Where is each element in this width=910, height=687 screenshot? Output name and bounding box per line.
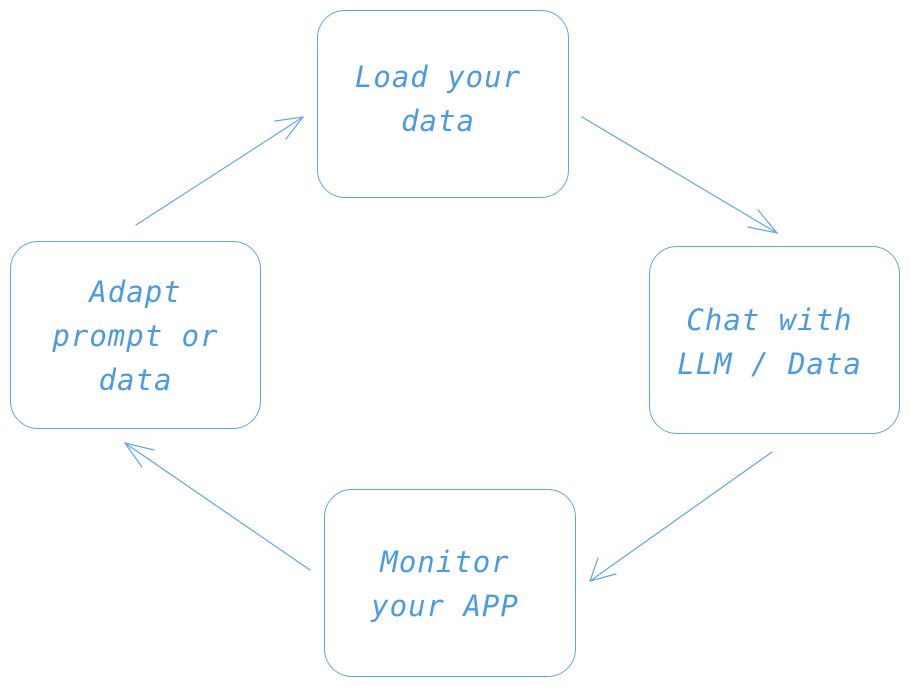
node-monitor-your-app: Monitor your APP bbox=[324, 489, 576, 677]
arrow-monitor-to-adapt bbox=[123, 442, 311, 571]
node-label: Adapt prompt or data bbox=[52, 275, 219, 397]
node-label: Chat with LLM / Data bbox=[677, 303, 862, 381]
node-load-your-data: Load your data bbox=[317, 10, 569, 198]
node-adapt-prompt-or-data: Adapt prompt or data bbox=[10, 241, 261, 429]
node-chat-with-llm-data: Chat with LLM / Data bbox=[649, 246, 900, 434]
arrow-adapt-to-load bbox=[135, 116, 305, 226]
arrow-load-to-chat bbox=[581, 116, 779, 234]
node-label: Monitor your APP bbox=[371, 545, 519, 623]
arrow-chat-to-monitor bbox=[589, 451, 773, 582]
node-label: Load your data bbox=[354, 60, 522, 138]
